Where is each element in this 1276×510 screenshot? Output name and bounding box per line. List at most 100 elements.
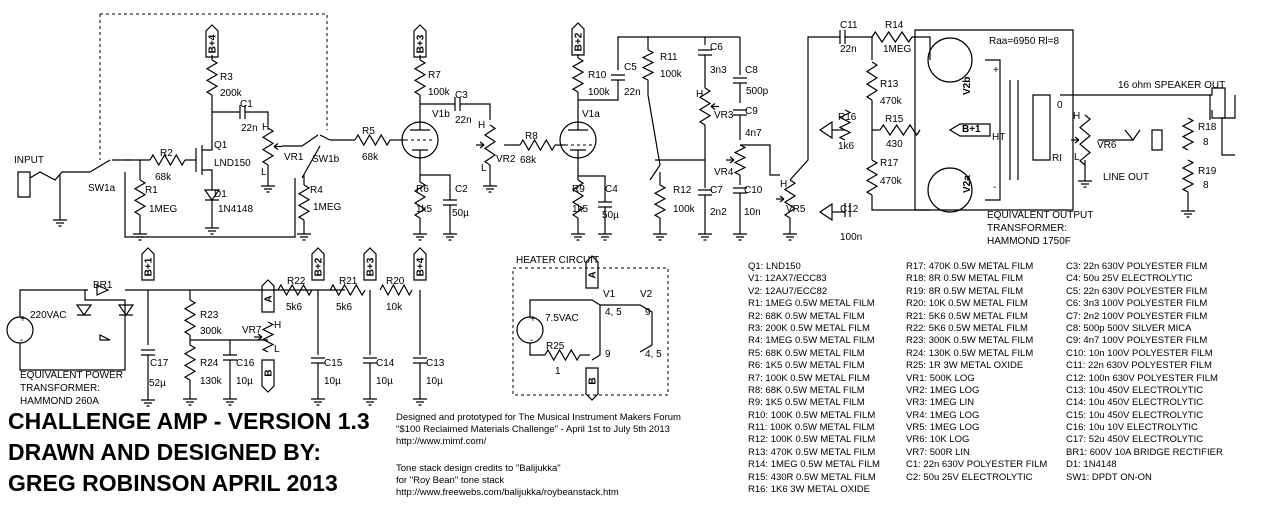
label-eq_pwr_1: EQUIVALENT POWER — [20, 370, 123, 381]
label-r17v: 470k — [880, 176, 903, 187]
resistor-r13 — [865, 61, 879, 101]
label-r18v: 8 — [1203, 137, 1209, 148]
label-L: L — [481, 163, 487, 174]
net-flag-label: B — [588, 377, 599, 384]
wire — [912, 36, 931, 60]
line-out-jack — [1151, 129, 1163, 151]
label-rl: RI — [1052, 153, 1062, 164]
ground-symbol — [653, 228, 667, 241]
parts-list-item: C11: 22n 630V POLYESTER FILM — [1066, 360, 1212, 372]
credit-line-4: Tone stack design credits to "Balijukka" — [396, 463, 561, 474]
label-c16: C16 — [236, 358, 255, 369]
wire — [871, 195, 930, 211]
resistor-r23 — [183, 299, 197, 336]
parts-list-item: R3: 200K 0.5W METAL FILM — [748, 322, 870, 334]
switch-sw1a — [89, 159, 130, 173]
label-c6: C6 — [710, 42, 723, 53]
label-r15v: 430 — [886, 139, 903, 150]
resistor-r2 — [149, 153, 186, 167]
wire — [529, 299, 601, 361]
electrolytic-capacitor-c2 — [443, 199, 457, 206]
resistor-r24 — [183, 344, 197, 381]
parts-list-item: R2: 68K 0.5W METAL FILM — [748, 310, 865, 322]
label-c11: C11 — [840, 20, 858, 31]
wire — [1098, 129, 1141, 141]
vacuum-tube-v2b — [927, 37, 973, 83]
label-c10v: 10n — [744, 207, 761, 218]
diode — [99, 334, 111, 341]
label-q1v: LND150 — [214, 158, 251, 169]
ground-symbol — [311, 393, 325, 406]
resistor-r7 — [413, 59, 427, 96]
label-r6v: 1k5 — [416, 204, 433, 215]
label-r21: R21 — [339, 276, 358, 287]
ground-symbol — [205, 222, 219, 235]
net-flag — [413, 24, 427, 58]
electrolytic-capacitor-c13 — [413, 357, 427, 364]
pot-wiper-arrow — [479, 141, 485, 149]
parts-list-item: VR6: 10K LOG — [906, 434, 970, 446]
diode — [117, 304, 135, 317]
wire — [617, 36, 740, 70]
net-flag-label: B+3 — [366, 257, 377, 276]
label-zero: 0 — [1057, 100, 1063, 111]
parts-list-item: D1: 1N4148 — [1066, 459, 1117, 471]
resistor-r15 — [879, 123, 921, 137]
label-r3v: 200k — [220, 88, 243, 99]
parts-list-item: R8: 68K 0.5W METAL FILM — [748, 384, 865, 396]
label-c7: C7 — [710, 185, 723, 196]
parts-list-item: R12: 100K 0.5W METAL FILM — [748, 434, 876, 446]
label-plus: + — [993, 65, 999, 76]
resistor-r9 — [571, 179, 585, 219]
label-vr4: VR4 — [714, 167, 734, 178]
label-c9: C9 — [745, 106, 758, 117]
parts-list-item: C6: 3n3 100V POLYESTER FILM — [1066, 298, 1208, 310]
label-c8: C8 — [745, 65, 758, 76]
label-vr3: VR3 — [714, 110, 734, 121]
label-c2v: 50µ — [452, 208, 469, 219]
label-r18: R18 — [1198, 122, 1217, 133]
ground-symbol — [297, 228, 311, 241]
net-flag-label: A — [264, 295, 275, 302]
resistor-r8 — [519, 138, 556, 152]
label-r17: R17 — [880, 158, 899, 169]
net-flag-label: B+4 — [416, 257, 427, 276]
label-r2: R2 — [160, 148, 173, 159]
bplus1-flag — [948, 123, 991, 137]
parts-list-item: VR1: 500K LOG — [906, 372, 975, 384]
net-flag — [311, 247, 325, 281]
parts-list-item: R20: 10K 0.5W METAL FILM — [906, 298, 1028, 310]
label-r16: R16 — [838, 112, 857, 123]
capacitor-c11 — [839, 30, 846, 44]
label-v1a: V1a — [582, 109, 600, 120]
label-r6: R6 — [416, 184, 429, 195]
label-L: L — [1074, 152, 1080, 163]
label-H: H — [262, 122, 269, 133]
resistor-r12 — [653, 184, 667, 219]
label-h9a: 9 — [645, 307, 651, 318]
label-r13v: 470k — [880, 96, 903, 107]
label-input: INPUT — [14, 155, 44, 166]
resistor-r11 — [641, 49, 655, 81]
label-r11: R11 — [660, 52, 678, 63]
parts-list-item: C3: 22n 630V POLYESTER FILM — [1066, 261, 1208, 272]
label-d1v: 1N4148 — [218, 204, 253, 215]
net-flag-label: A — [588, 271, 599, 278]
label-c17: C17 — [150, 358, 169, 369]
net-flag-label: B+2 — [574, 32, 585, 51]
label-h9b: 9 — [605, 349, 611, 360]
label-r8v: 68k — [520, 155, 537, 166]
parts-list-item: R10: 100K 0.5W METAL FILM — [748, 409, 876, 421]
resistor-r21 — [329, 283, 366, 297]
label-c11v: 22n — [840, 44, 857, 55]
label-heater_title: HEATER CIRCUIT — [516, 255, 599, 266]
resistor-r22 — [277, 283, 313, 297]
parts-list-item: R4: 1MEG 0.5W METAL FILM — [748, 335, 875, 347]
label-r7: R7 — [428, 70, 441, 81]
credit-line-5: for "Roy Bean" tone stack — [396, 475, 505, 486]
ground-symbol — [698, 228, 712, 241]
switch-sw1b — [301, 134, 331, 179]
label-r11v: 100k — [660, 69, 683, 80]
